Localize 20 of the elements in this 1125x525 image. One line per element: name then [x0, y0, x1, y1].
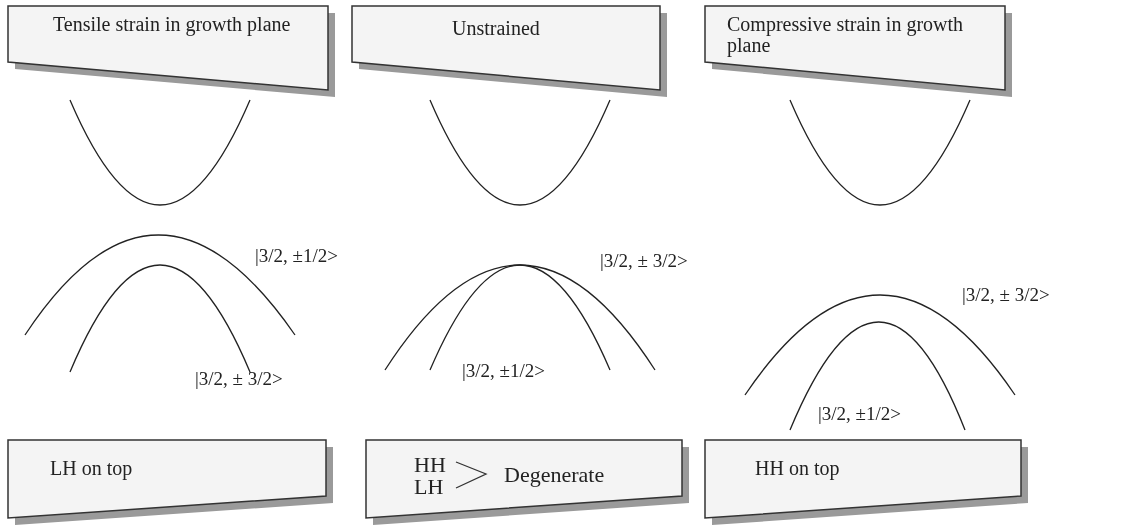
- panel-text: LH on top: [50, 458, 134, 479]
- panel-text: Compressive strain in growth plane: [727, 14, 965, 56]
- label-panel: [352, 6, 667, 97]
- label-panel: [8, 6, 335, 97]
- band-state-label: |3/2, ±1/2>: [255, 245, 338, 267]
- band-state-label: |3/2, ± 3/2>: [195, 368, 283, 390]
- label-panel: [8, 440, 333, 525]
- panel-text: Degenerate: [504, 464, 605, 485]
- label-panel: [705, 440, 1028, 525]
- band-state-label: |3/2, ±1/2>: [818, 403, 901, 425]
- band-state-label: |3/2, ± 3/2>: [962, 284, 1050, 306]
- label-panel: [705, 6, 1012, 97]
- label-panel: [366, 440, 689, 525]
- panel-text: Tensile strain in growth plane: [53, 14, 292, 35]
- panel-text: Unstrained: [452, 18, 541, 39]
- band-state-label: |3/2, ±1/2>: [462, 360, 545, 382]
- band-label: LH: [414, 476, 444, 497]
- panel-text: HH on top: [755, 458, 841, 479]
- band-label: HH: [414, 454, 446, 475]
- band-state-label: |3/2, ± 3/2>: [600, 250, 688, 272]
